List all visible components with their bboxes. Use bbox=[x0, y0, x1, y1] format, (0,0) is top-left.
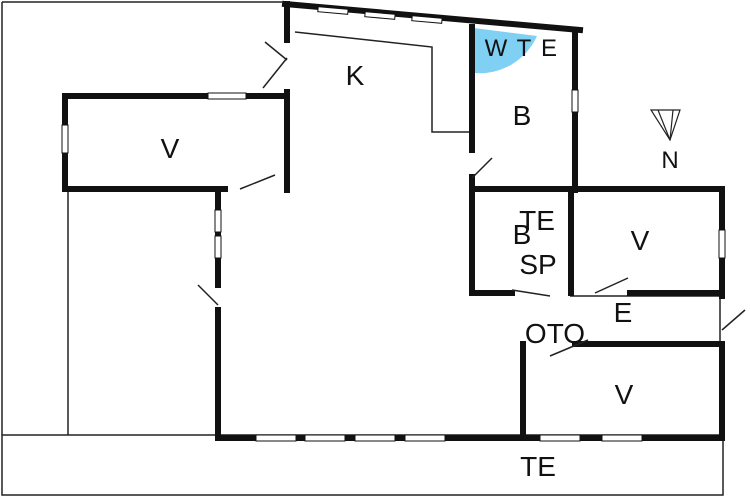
room-label-wte-w: W bbox=[485, 35, 508, 62]
window bbox=[214, 209, 222, 233]
window bbox=[317, 6, 349, 15]
room-label-k: K bbox=[346, 60, 365, 91]
north-arrow-icon bbox=[649, 109, 681, 142]
door bbox=[721, 309, 746, 331]
room-label-v-mid: V bbox=[631, 225, 650, 256]
room-label-oto: OTO bbox=[525, 318, 585, 349]
door bbox=[262, 57, 288, 89]
windows bbox=[61, 6, 726, 442]
window bbox=[411, 15, 443, 24]
room-label-te-bottom: TE bbox=[520, 451, 556, 482]
window bbox=[255, 434, 297, 442]
terrace-bottom bbox=[1, 434, 724, 496]
room-label-te-mid: TE bbox=[519, 205, 555, 236]
door bbox=[471, 157, 493, 179]
window bbox=[539, 434, 581, 442]
room-label-sp: SP bbox=[519, 249, 556, 280]
room-label-wte-t: T bbox=[517, 35, 532, 62]
door bbox=[239, 174, 276, 190]
room-label-wte-e: E bbox=[541, 35, 557, 62]
window bbox=[364, 11, 396, 20]
door bbox=[197, 284, 219, 306]
door bbox=[594, 277, 629, 294]
window bbox=[207, 92, 247, 100]
room-label-v-bottom: V bbox=[615, 379, 634, 410]
window bbox=[718, 229, 726, 259]
thin-lines bbox=[1, 1, 724, 496]
window bbox=[571, 89, 579, 113]
room-label-b-mid: B bbox=[513, 219, 532, 250]
window bbox=[61, 124, 69, 154]
window bbox=[404, 434, 446, 442]
outer-boundary-left bbox=[1, 1, 282, 435]
window bbox=[601, 434, 643, 442]
window bbox=[214, 235, 222, 259]
window bbox=[354, 434, 396, 442]
room-label-v-left: V bbox=[161, 133, 180, 164]
kitchen-counter bbox=[294, 31, 470, 133]
room-label-e-hall: E bbox=[614, 297, 633, 328]
room-label-b-top: B bbox=[513, 100, 532, 131]
door bbox=[511, 289, 551, 297]
door bbox=[549, 339, 589, 357]
window bbox=[304, 434, 346, 442]
walls bbox=[62, 0, 725, 441]
compass-label-n: N bbox=[661, 147, 678, 174]
doors bbox=[197, 41, 746, 357]
shower-area bbox=[474, 28, 537, 74]
door bbox=[264, 41, 288, 61]
